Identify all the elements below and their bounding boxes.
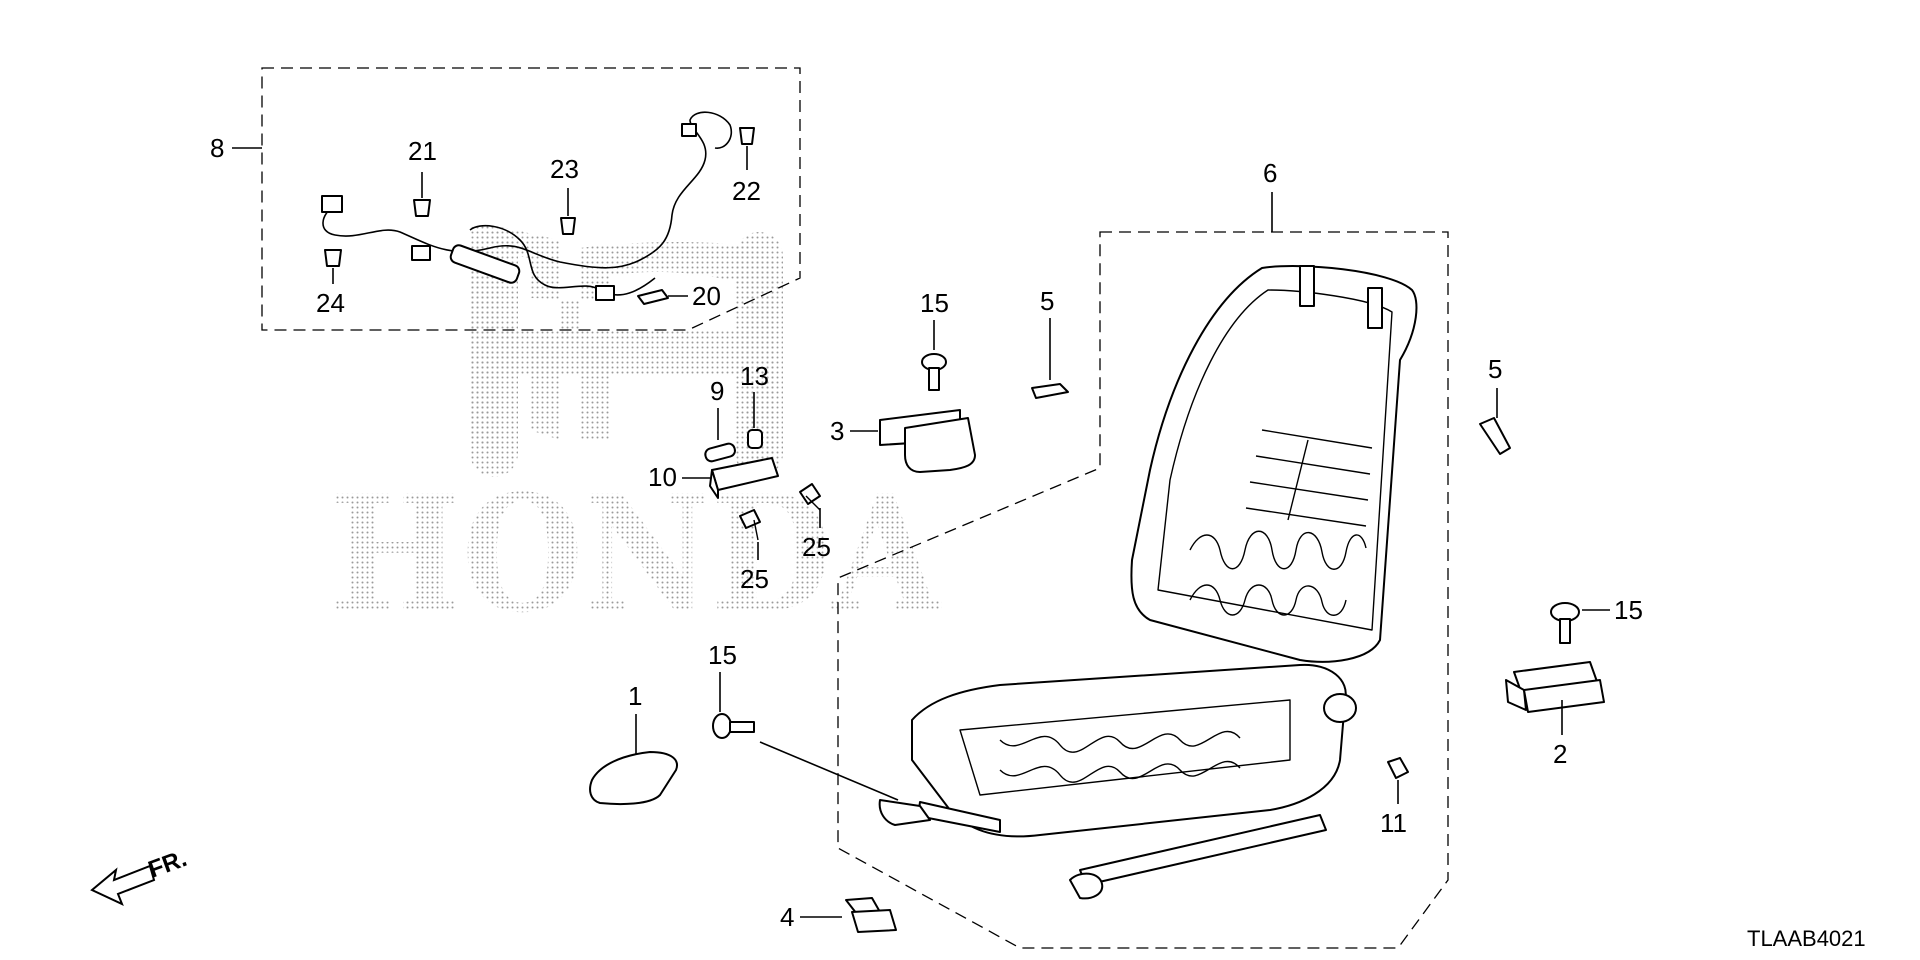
front-label: FR.	[145, 845, 191, 884]
cover-1	[589, 751, 678, 806]
bolt-15b-group: 15	[708, 640, 931, 826]
callout-20: 20	[692, 281, 721, 311]
rail-foot	[1069, 872, 1104, 900]
zigzag-spring-back	[1189, 530, 1367, 570]
callout-13: 13	[740, 361, 769, 391]
bolt-15a	[921, 353, 947, 391]
clip-23	[560, 217, 576, 235]
honda-watermark: HONDA	[330, 225, 942, 648]
headrest-guide-left	[1299, 265, 1315, 307]
clip-20	[637, 289, 669, 305]
clip-5b-group: 5	[1479, 354, 1511, 455]
callout-2: 2	[1553, 739, 1567, 769]
wire-harness-branch	[469, 224, 656, 296]
clip-21	[413, 199, 431, 217]
callout-25a: 25	[802, 532, 831, 562]
seat-cushion-inner	[959, 699, 1291, 796]
callout-15b: 15	[708, 640, 737, 670]
clip-11-group: 11	[1380, 757, 1409, 838]
cover-3	[904, 417, 976, 473]
callout-21: 21	[408, 136, 437, 166]
wire-harness-8	[322, 111, 733, 269]
callout-1: 1	[628, 681, 642, 711]
cover-2-group: 15 2	[1505, 595, 1643, 769]
screw-25b-shank	[753, 519, 759, 541]
seat-cushion-frame	[911, 663, 1347, 838]
bolt-15a-shank	[928, 367, 940, 391]
bolt-15b-shank	[729, 721, 755, 733]
seat-back-straps	[1245, 429, 1373, 527]
callout-10: 10	[648, 462, 677, 492]
harness-connector-right	[595, 285, 615, 301]
clip-4-group: 4	[780, 897, 897, 933]
switch-parts: 9 13 10 25 25	[648, 361, 831, 594]
cover-1-group: 1	[589, 681, 678, 806]
strap-2	[1255, 455, 1371, 475]
harness-connector-top	[681, 123, 697, 137]
cover-2	[1523, 679, 1605, 713]
seat-back-inner	[1157, 289, 1393, 631]
harness-connector-left	[321, 195, 343, 213]
headrest-guide-right	[1367, 287, 1383, 329]
screw-25a: 25	[799, 483, 831, 562]
front-direction-indicator: FR.	[90, 845, 191, 906]
screw-25a-shank	[805, 495, 821, 511]
callout-15a: 15	[920, 288, 949, 318]
callout-24: 24	[316, 288, 345, 318]
screw-25a-head	[799, 483, 821, 505]
part-13	[747, 429, 763, 449]
leader-bolt-to-seat	[759, 741, 899, 801]
front-arrow-icon	[90, 864, 156, 906]
callout-11: 11	[1380, 808, 1407, 838]
harness-group: 8 21 23 22 24 20	[210, 67, 801, 331]
cover-2-front	[1505, 679, 1527, 711]
part-9	[704, 442, 736, 463]
seat-frame-group: 6	[837, 158, 1449, 949]
seat-back-frame	[1130, 265, 1418, 663]
clip-5b	[1479, 417, 1511, 455]
callout-5a: 5	[1040, 286, 1054, 316]
honda-wordmark: HONDA	[330, 460, 942, 648]
callout-9: 9	[710, 376, 724, 406]
diagram-code: TLAAB4021	[1747, 926, 1866, 951]
callout-3: 3	[830, 416, 844, 446]
cover-3-group: 15 3	[830, 288, 976, 473]
honda-h-logo-mark	[470, 225, 775, 470]
callout-6: 6	[1263, 158, 1277, 188]
strap-3	[1249, 481, 1369, 501]
clip-22	[739, 127, 755, 145]
screw-25b: 25	[739, 509, 769, 594]
callout-22: 22	[732, 176, 761, 206]
callout-23: 23	[550, 154, 579, 184]
callout-4: 4	[780, 902, 794, 932]
callout-25b: 25	[740, 564, 769, 594]
honda-logo-left-bar	[470, 232, 518, 477]
callout-5b: 5	[1488, 354, 1502, 384]
clip-5a	[1031, 383, 1069, 399]
strap-4	[1245, 507, 1367, 527]
cushion-spring-2	[999, 760, 1241, 783]
honda-logo-right-bar	[735, 232, 783, 477]
bolt-15c-shank	[1559, 618, 1571, 644]
seat-front-bracket	[878, 799, 931, 826]
cushion-springs	[999, 730, 1241, 783]
strap-vertical	[1287, 439, 1309, 521]
harness-connector-mid	[411, 245, 431, 261]
harness-group-box	[261, 67, 801, 331]
part-10-end	[709, 469, 719, 499]
strap-1	[1261, 429, 1373, 449]
clip-24	[324, 249, 342, 267]
recliner-knob	[1323, 693, 1357, 723]
clip-5a-group: 5	[1031, 286, 1069, 399]
cushion-spring-1	[999, 730, 1241, 753]
clip-11	[1387, 757, 1409, 779]
bolt-15b-head	[712, 713, 732, 739]
zigzag-spring-lower	[1189, 584, 1347, 616]
clip-4	[851, 909, 897, 933]
honda-logo-crossbar	[500, 330, 750, 375]
harness-tape-section	[449, 244, 521, 284]
callout-15c: 15	[1614, 595, 1643, 625]
callout-8: 8	[210, 133, 224, 163]
